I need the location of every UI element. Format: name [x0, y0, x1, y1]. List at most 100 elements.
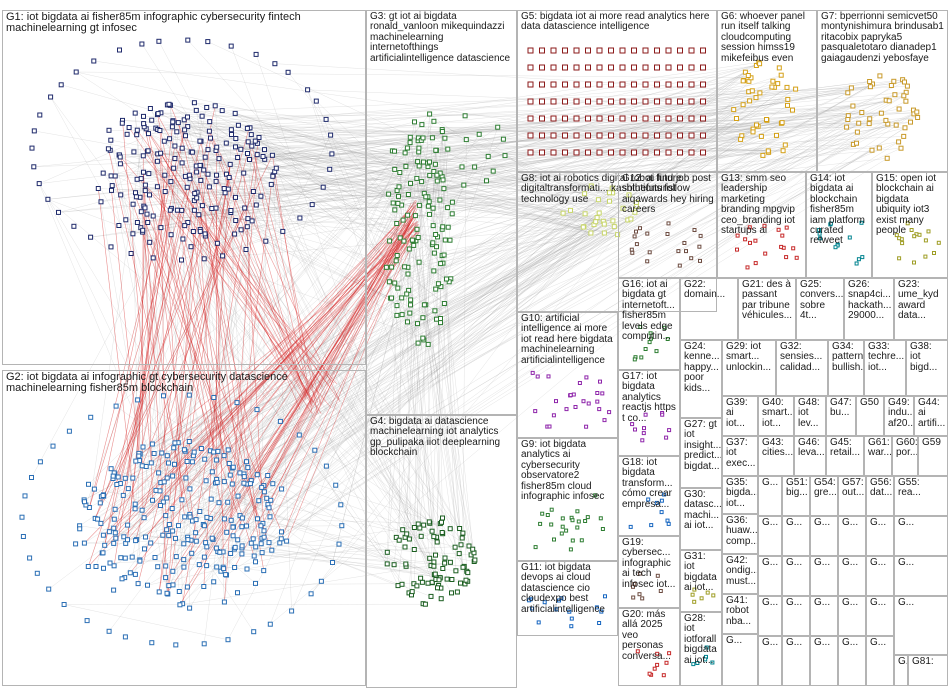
group-title: G49: indu... af20...	[888, 397, 914, 429]
node-marker	[445, 205, 451, 211]
node-marker	[254, 407, 260, 413]
edge-line	[135, 192, 408, 268]
edge-line	[137, 399, 437, 579]
node-marker	[401, 238, 407, 244]
group-title: G3: gt iot ai bigdata ronald_vanloon mik…	[370, 11, 511, 64]
node-marker	[141, 515, 147, 521]
node-marker	[117, 161, 123, 167]
node-marker	[472, 164, 478, 170]
edge-line	[405, 136, 762, 154]
node-marker	[270, 481, 276, 487]
edge-line	[281, 305, 398, 539]
edge-line	[178, 228, 414, 526]
edge-line	[335, 185, 592, 486]
edge-line	[213, 223, 420, 453]
edge-line	[138, 86, 773, 454]
group-title: G...	[842, 557, 859, 568]
node-marker	[109, 183, 115, 189]
edge-line	[158, 41, 435, 563]
edge-line	[399, 165, 420, 173]
node-marker	[110, 473, 116, 479]
edge-line	[433, 71, 746, 226]
node-marker	[423, 194, 429, 200]
edge-line	[251, 134, 401, 239]
edge-line	[168, 231, 412, 464]
group-title: G31: iot bigdata ai iot...	[684, 551, 717, 594]
edge-line	[251, 134, 448, 150]
node-marker	[250, 189, 256, 194]
node-marker	[184, 584, 190, 590]
group-title: G27: gt iot insight... predict... bigdat…	[684, 419, 722, 472]
node-marker	[220, 253, 226, 259]
edge-line	[406, 245, 414, 534]
node-marker	[330, 560, 335, 565]
node-marker	[160, 532, 166, 538]
node-marker	[71, 223, 77, 229]
node-marker	[439, 530, 445, 535]
edge-line	[235, 113, 591, 234]
group-title: G81:	[912, 656, 934, 667]
edge-line	[120, 225, 186, 484]
edge-line	[435, 150, 468, 582]
group-box-g55: G55: rea...	[894, 476, 948, 516]
edge-line	[178, 122, 400, 173]
edge-line	[148, 145, 252, 174]
node-marker	[84, 618, 90, 624]
edge-line	[410, 283, 439, 301]
edge-line	[194, 102, 604, 222]
node-marker	[432, 308, 438, 314]
edge-line	[104, 141, 202, 546]
node-marker	[323, 463, 329, 469]
group-title: G60: por...	[896, 437, 918, 459]
node-marker	[73, 69, 79, 75]
node-marker	[145, 220, 151, 225]
node-marker	[164, 590, 170, 596]
group-title: G36: huaw... comp...	[726, 515, 758, 547]
node-marker	[223, 140, 229, 146]
node-marker	[168, 179, 174, 185]
edge-line	[191, 65, 757, 153]
group-box-g86: G...	[838, 636, 866, 686]
node-marker	[145, 148, 151, 154]
edge-line	[169, 125, 239, 139]
edge-line	[182, 518, 258, 604]
node-marker	[179, 497, 185, 503]
node-marker	[172, 156, 178, 161]
node-marker	[126, 125, 132, 130]
edge-line	[139, 460, 270, 508]
edge-line	[184, 129, 399, 197]
node-marker	[425, 203, 431, 209]
node-marker	[404, 531, 410, 537]
node-marker	[37, 112, 43, 118]
node-marker	[284, 538, 290, 544]
edge-line	[401, 105, 853, 206]
node-marker	[152, 555, 158, 560]
node-marker	[258, 523, 264, 529]
node-marker	[268, 497, 274, 503]
edge-line	[209, 121, 439, 586]
edge-line	[422, 83, 873, 339]
edge-line	[137, 150, 784, 223]
edge-line	[181, 499, 399, 586]
edge-line	[115, 81, 905, 177]
edge-line	[157, 199, 599, 567]
node-marker	[427, 172, 433, 178]
edge-line	[413, 240, 456, 548]
edge-line	[268, 158, 888, 543]
node-marker	[157, 488, 163, 494]
node-marker	[440, 224, 446, 230]
edge-line	[422, 100, 750, 339]
node-marker	[463, 137, 469, 143]
edge-line	[110, 140, 584, 228]
edge-line	[429, 113, 757, 126]
node-marker	[22, 493, 28, 499]
edge-line	[148, 95, 904, 174]
edge-line	[205, 157, 217, 176]
edge-line	[442, 129, 610, 202]
edge-line	[233, 193, 425, 468]
edge-line	[401, 113, 882, 206]
node-marker	[227, 161, 233, 167]
node-marker	[453, 568, 459, 574]
edge-line	[493, 170, 592, 187]
edge-line	[50, 96, 258, 475]
